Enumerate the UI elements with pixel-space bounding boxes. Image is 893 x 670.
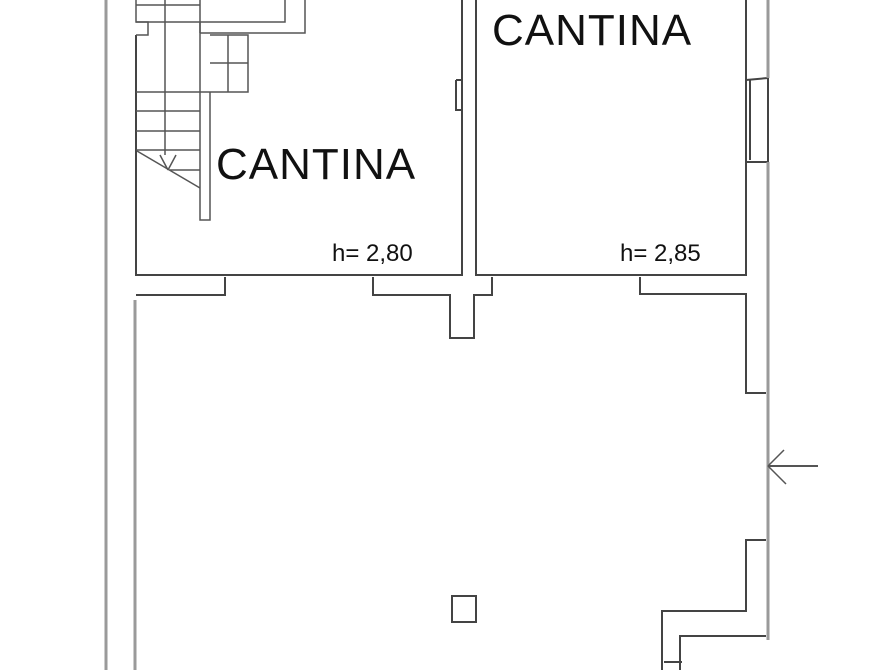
room-cantina-right-walls [475,0,770,640]
room-height-right: h= 2,85 [620,240,701,267]
room-label-cantina-left: CANTINA [216,140,417,189]
entrance-arrow-icon [767,449,818,485]
room-cantina-left-walls [135,0,463,276]
room-height-left: h= 2,80 [332,240,413,267]
room-lower-walls [136,277,766,670]
room-label-cantina-right: CANTINA [492,6,693,55]
pillar-square [451,595,477,623]
stair-direction-arrow-icon [159,154,177,171]
staircase [135,0,306,221]
